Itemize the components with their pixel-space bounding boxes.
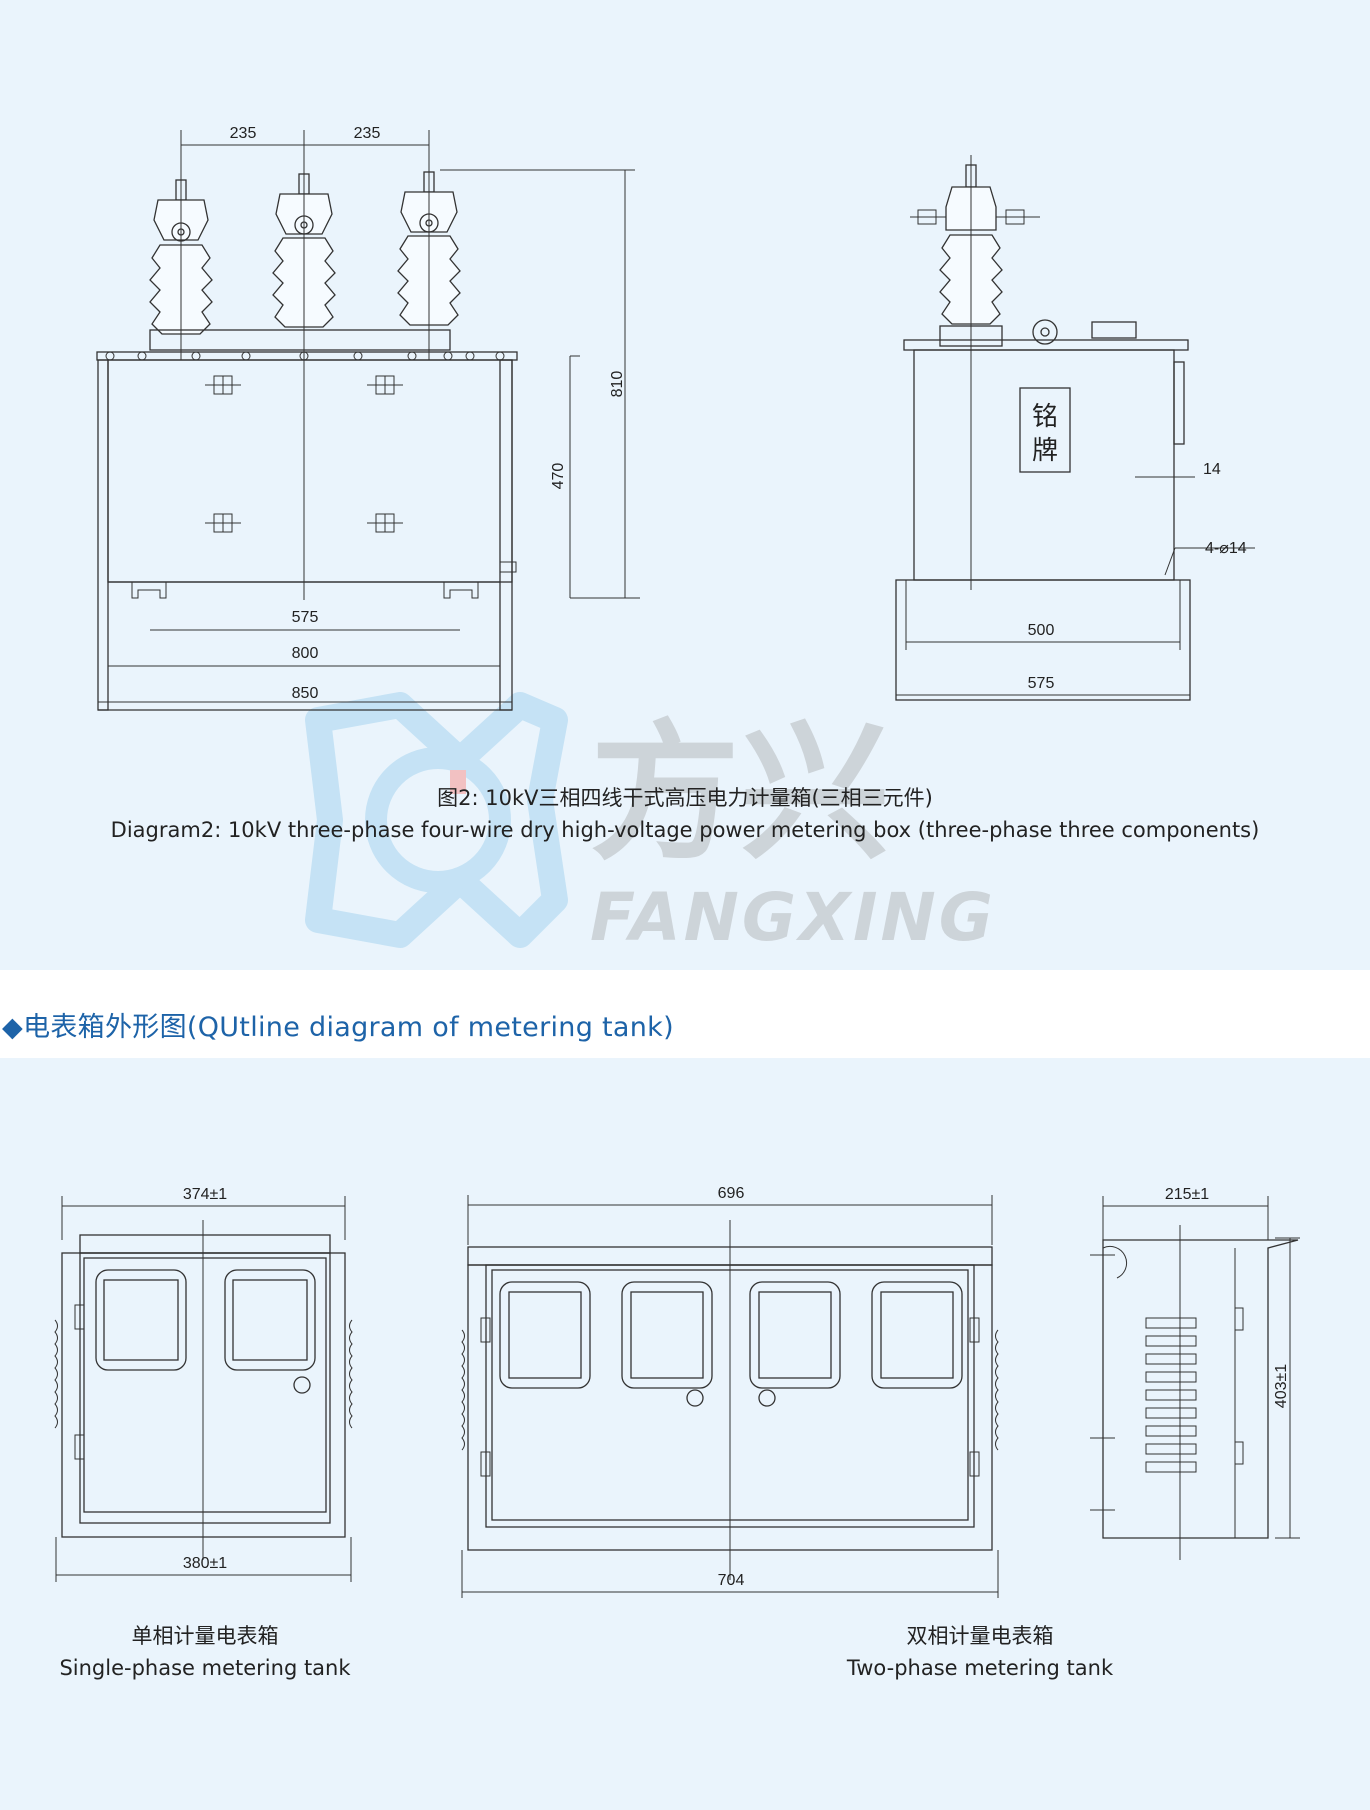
- nameplate: [1019, 387, 1071, 473]
- diagram2-caption-en: Diagram2: 10kV three-phase four-wire dry…: [110, 818, 1260, 842]
- two-tank-caption-en: Two-phase metering tank: [846, 1656, 1114, 1680]
- dim-height-box: 470: [550, 463, 567, 490]
- section-header-band: [0, 970, 1370, 1058]
- fangxing-watermark-logo: 方兴 FANGXING: [305, 692, 996, 956]
- dim-side-offset: 14: [1203, 461, 1221, 478]
- dim-two-top-width: 696: [718, 1185, 745, 1202]
- insulator-right: [397, 130, 461, 360]
- two-phase-tank-drawing: 696 704: [461, 1185, 999, 1598]
- diagram2-caption-cn: 图2: 10kV三相四线干式高压电力计量箱(三相三元件): [437, 786, 933, 810]
- dim-single-top-width: 374±1: [183, 1186, 227, 1203]
- dim-width-mid: 800: [292, 645, 319, 662]
- dim-spacing-b: 235: [354, 125, 381, 142]
- dim-side-width-inner: 500: [1028, 622, 1055, 639]
- dim-side-tank-width: 215±1: [1165, 1186, 1209, 1203]
- dim-side-width-outer: 575: [1028, 675, 1055, 692]
- watermark-brand-en: FANGXING: [590, 879, 996, 956]
- outline-panel: [0, 1058, 1370, 1810]
- dim-two-bottom-width: 704: [718, 1572, 745, 1589]
- single-tank-caption-en: Single-phase metering tank: [59, 1656, 351, 1680]
- watermark-brand-cn: 方兴: [590, 707, 890, 881]
- insulator-left: [149, 130, 213, 360]
- insulator-middle: [272, 130, 336, 600]
- two-tank-caption-cn: 双相计量电表箱: [906, 1624, 1054, 1648]
- bolt-marks: [205, 375, 403, 533]
- tank-side-view-drawing: 215±1 403±1: [1090, 1186, 1300, 1560]
- dim-width-outer: 850: [292, 685, 319, 702]
- front-view-drawing: 235 235 810 470 575 800 850: [96, 125, 640, 711]
- diagram2-panel: [0, 0, 1370, 970]
- section-title: ◆电表箱外形图(QUtline diagram of metering tank…: [2, 1012, 674, 1043]
- front-box: [107, 359, 513, 583]
- single-phase-tank-drawing: 374±1 380±1: [54, 1186, 353, 1582]
- dim-single-bottom-width: 380±1: [183, 1555, 227, 1572]
- dim-spacing-a: 235: [230, 125, 257, 142]
- single-tank-caption-cn: 单相计量电表箱: [131, 1624, 279, 1648]
- dim-height-total: 810: [609, 371, 626, 398]
- dim-side-tank-height: 403±1: [1273, 1364, 1290, 1408]
- dim-side-holes: 4-⌀14: [1205, 540, 1247, 557]
- dim-width-inner: 575: [292, 609, 319, 626]
- nameplate-label: 铭牌: [1032, 402, 1058, 466]
- side-view-drawing: 铭牌 14 4-⌀14 500 575: [895, 155, 1255, 701]
